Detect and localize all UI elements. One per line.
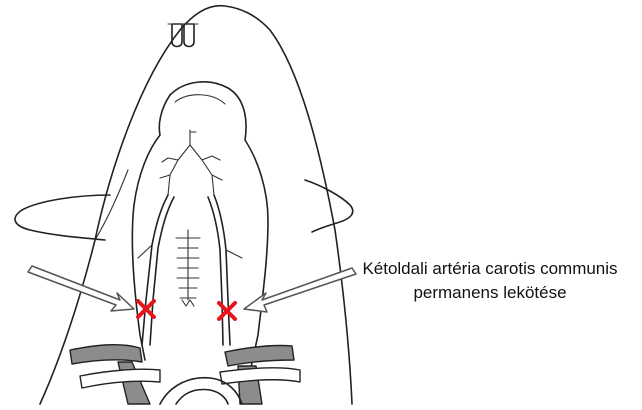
left-pointer-arrow: [28, 266, 134, 311]
aortic-arch-vessels: [70, 345, 300, 404]
caption-line-1: Kétoldali artéria carotis communis: [340, 258, 640, 280]
caption-line-2: permanens lekötése: [340, 282, 640, 304]
right-ear: [305, 180, 353, 232]
trachea: [176, 230, 200, 306]
head-outline: [40, 6, 352, 404]
right-ligation-mark: [219, 303, 235, 319]
neck-incision-outline: [132, 82, 268, 372]
